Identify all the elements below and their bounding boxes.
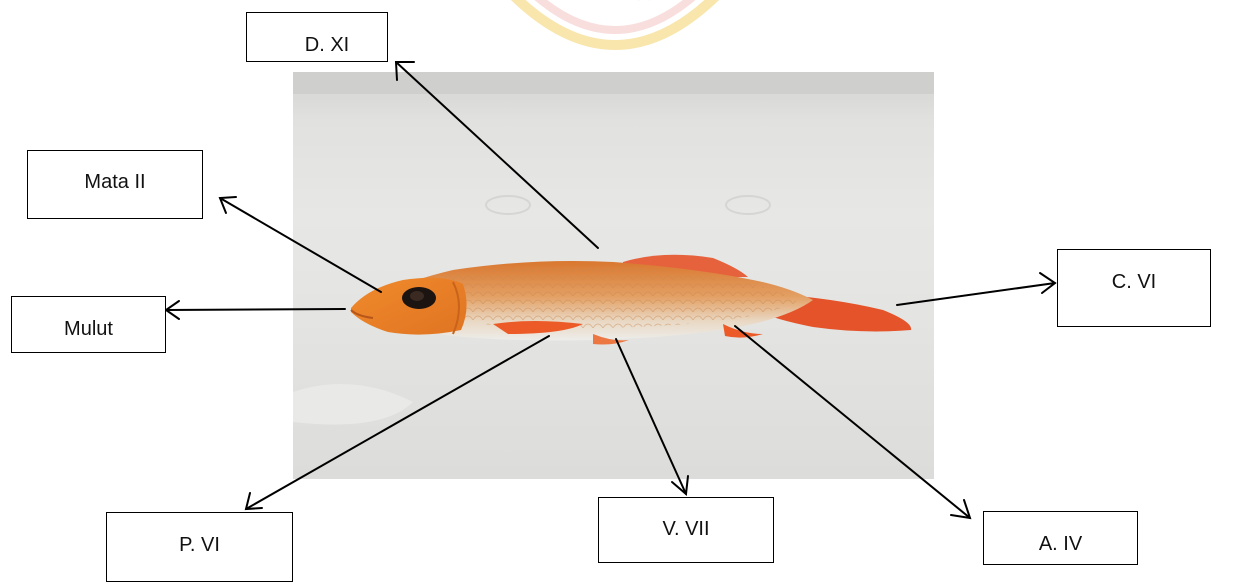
surface-mark [486, 196, 530, 214]
label-pectoral-fin-text: P. VI [179, 535, 220, 555]
label-mouth: Mulut [11, 296, 166, 353]
label-anal-fin: A. IV [983, 511, 1138, 565]
surface-mark [726, 196, 770, 214]
fish-eye-pupil [410, 291, 424, 301]
label-eye: Mata II [27, 150, 203, 219]
label-anal-fin-text: A. IV [1039, 534, 1082, 554]
surface-rim [293, 94, 934, 100]
label-caudal-fin: C. VI [1057, 249, 1211, 327]
svg-text:MAWA: MAWA [588, 0, 675, 7]
surface-edge [293, 72, 934, 94]
label-dorsal-fin: D. XI [246, 12, 388, 62]
label-dorsal-fin-text: D. XI [305, 35, 349, 55]
label-ventral-fin: V. VII [598, 497, 774, 563]
label-ventral-fin-text: V. VII [662, 519, 709, 539]
label-caudal-fin-text: C. VI [1112, 272, 1156, 292]
label-mouth-text: Mulut [64, 319, 113, 339]
fish-photo [293, 72, 934, 479]
label-eye-text: Mata II [84, 172, 145, 192]
fish-illustration [293, 72, 934, 479]
surface-reflection [293, 384, 413, 425]
